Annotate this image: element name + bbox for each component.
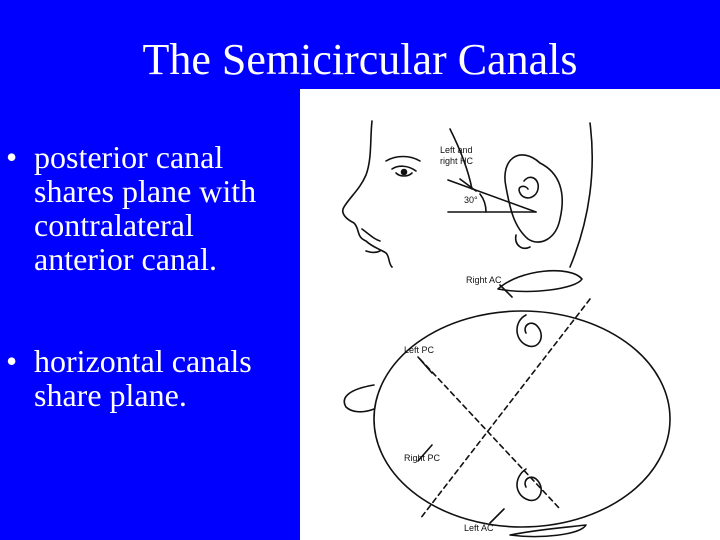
hc-leader (459, 178, 477, 192)
pupil-icon (400, 168, 408, 176)
mouth (365, 250, 381, 254)
angle-arc (479, 193, 487, 213)
eyebrow (385, 155, 421, 162)
top-view-nose (343, 384, 375, 413)
anatomy-figure: Left and right HC 30° Right AC Left PC R… (300, 89, 720, 540)
label-left-right-hc-2: right HC (440, 156, 474, 166)
label-left-pc: Left PC (404, 345, 435, 355)
slide-title: The Semicircular Canals (142, 35, 578, 84)
bullet-item: • posterior canal shares plane with cont… (0, 140, 300, 276)
bullet-list: • posterior canal shares plane with cont… (0, 140, 300, 412)
right-ear-top (497, 269, 583, 293)
right-ac-leader (499, 284, 513, 298)
left-pc-leader (417, 356, 433, 374)
eye-icon (391, 165, 417, 177)
ear-lobe (514, 234, 531, 250)
ear-outline (504, 154, 563, 243)
canals-diagram: Left and right HC 30° Right AC Left PC R… (341, 120, 671, 538)
left-ac-leader (489, 508, 505, 524)
left-canals-icon (516, 468, 542, 502)
top-view-head-outline (373, 310, 671, 528)
bullet-text: horizontal canals share plane. (34, 343, 252, 413)
hc-plane-line (447, 179, 537, 213)
bullet-marker: • (6, 343, 18, 379)
label-right-pc: Right PC (404, 453, 441, 463)
label-angle: 30° (464, 195, 478, 205)
bullet-marker: • (6, 139, 18, 175)
label-left-ac: Left AC (464, 523, 494, 533)
ac-pc-plane-line-1 (419, 298, 591, 520)
ac-pc-plane-line-2 (419, 358, 561, 510)
head-profile-outline (341, 120, 393, 268)
right-pc-leader (417, 444, 433, 462)
hairline (449, 128, 473, 190)
bullet-text: posterior canal shares plane with contra… (34, 139, 257, 277)
left-ear-top (509, 524, 587, 538)
right-canals-icon (516, 314, 542, 348)
bullet-item: • horizontal canals share plane. (0, 344, 300, 412)
label-left-right-hc-1: Left and (440, 145, 473, 155)
nose-icon (361, 228, 381, 242)
head-back (569, 122, 594, 268)
inner-ear-canal-icon (518, 176, 540, 199)
label-right-ac: Right AC (466, 275, 502, 285)
